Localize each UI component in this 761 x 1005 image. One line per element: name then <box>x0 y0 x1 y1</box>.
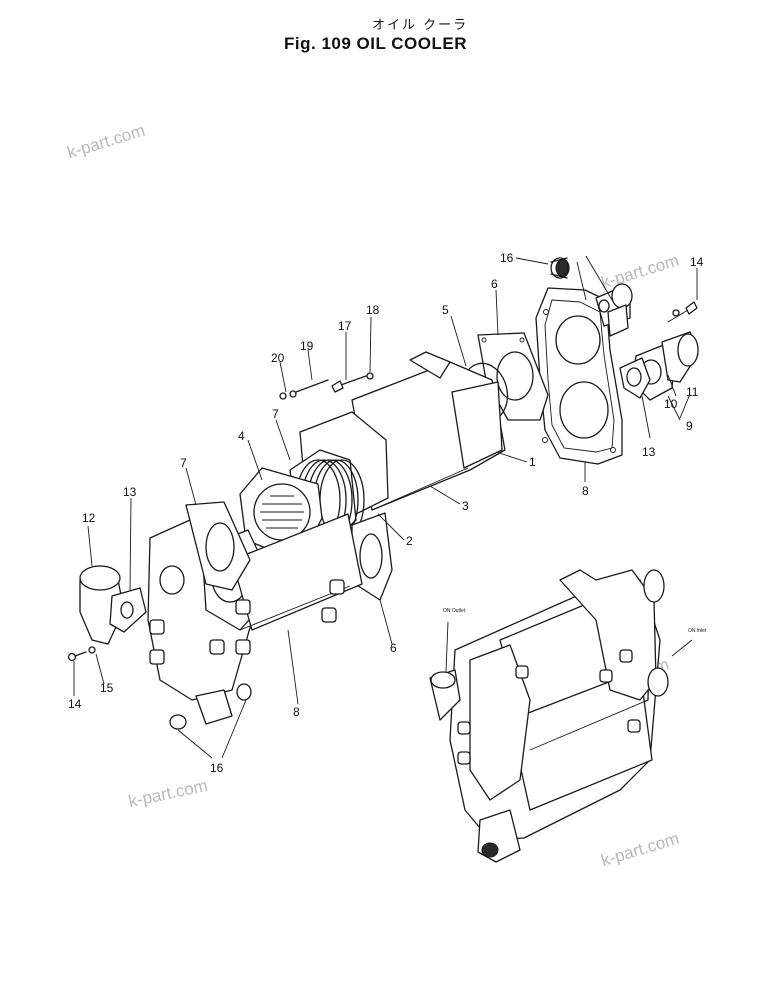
callout-6-lower: 6 <box>390 641 397 655</box>
callout-16-lower: 16 <box>210 761 224 775</box>
callout-10: 10 <box>664 397 678 411</box>
callout-7-center: 7 <box>272 407 279 421</box>
callout-13-right: 13 <box>642 445 656 459</box>
bolt-left <box>67 646 96 662</box>
figure-title: Fig. 109 OIL COOLER <box>284 34 467 53</box>
cooler-case <box>299 351 506 521</box>
outlet-elbow-upper <box>619 301 699 401</box>
callout-5: 5 <box>442 303 449 317</box>
drain-plug-top <box>550 257 570 279</box>
callout-15: 15 <box>100 681 114 695</box>
callout-14-right: 14 <box>690 255 704 269</box>
callout-13-left: 13 <box>123 485 137 499</box>
callout-11: 11 <box>686 385 699 399</box>
callout-14-left: 14 <box>68 697 82 711</box>
callout-6-upper: 6 <box>491 277 498 291</box>
rear-head-cover <box>535 283 633 465</box>
assembly-labels: ON Outlet ON Inlet <box>443 608 707 673</box>
callout-1: 1 <box>529 455 536 469</box>
figure-title-japanese: オイル クーラ <box>372 18 469 33</box>
callout-12: 12 <box>82 511 96 525</box>
outlet-label: ON Outlet <box>443 608 466 614</box>
drain-plug-lower <box>169 683 252 730</box>
assembled-cooler <box>429 569 669 863</box>
gasket-upper <box>477 332 549 421</box>
callout-16-upper: 16 <box>500 251 514 265</box>
gasket-left <box>185 501 251 591</box>
callout-3: 3 <box>462 499 469 513</box>
callout-17: 17 <box>338 319 352 333</box>
callout-4: 4 <box>238 429 245 443</box>
callout-20: 20 <box>271 351 285 365</box>
gasket-lower <box>351 512 393 601</box>
callout-8-lower: 8 <box>293 705 300 719</box>
callout-8-upper: 8 <box>582 484 589 498</box>
callout-9: 9 <box>686 419 693 433</box>
inlet-label: ON Inlet <box>688 628 707 634</box>
inlet-elbow-left <box>79 565 147 645</box>
bolts-center <box>279 372 374 400</box>
leader-lines <box>73 255 698 759</box>
callout-2: 2 <box>406 534 413 548</box>
callout-18: 18 <box>366 303 380 317</box>
callout-numbers: 1 2 3 4 5 6 6 7 7 8 8 9 10 11 12 13 13 1… <box>68 251 704 775</box>
callout-19: 19 <box>300 339 314 353</box>
callout-7-left: 7 <box>180 456 187 470</box>
